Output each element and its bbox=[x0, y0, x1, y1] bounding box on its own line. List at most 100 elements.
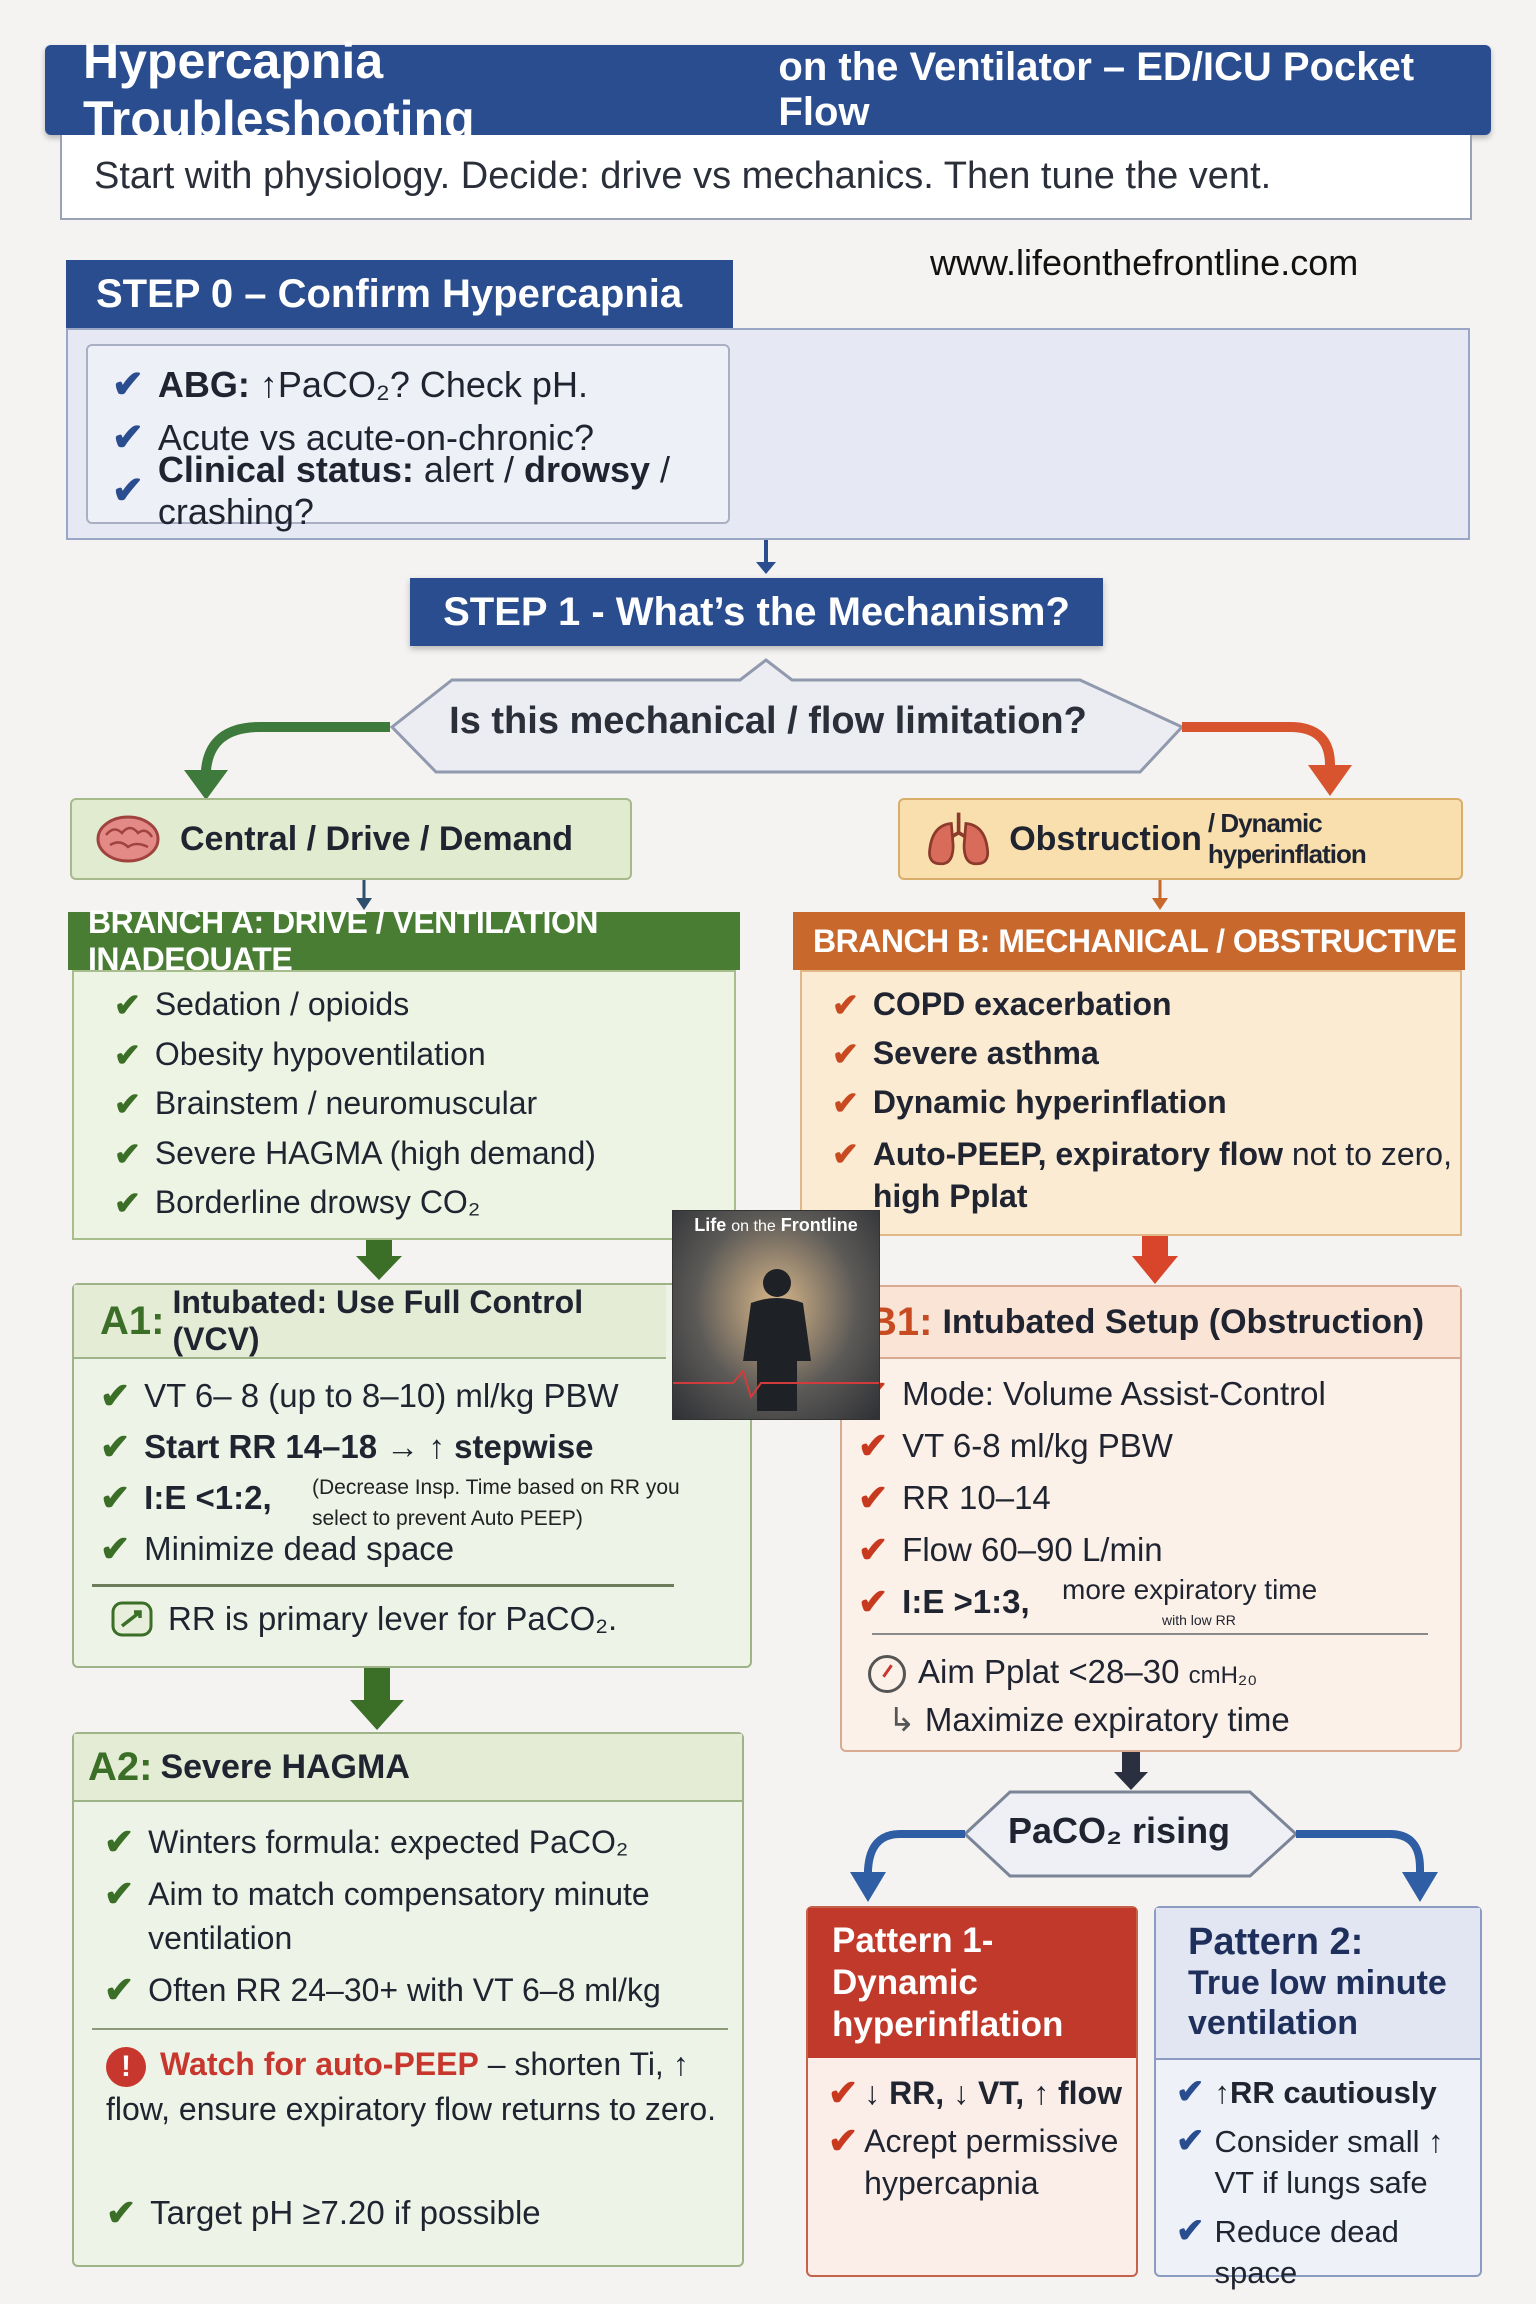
list-item: ✔I:E >1:3, bbox=[858, 1581, 1030, 1622]
step0-checklist: ✔ ABG: ↑PaCO₂? Check pH. ✔ Acute vs acut… bbox=[86, 344, 730, 532]
brain-icon bbox=[96, 815, 160, 863]
divider bbox=[92, 1584, 674, 1587]
ie-ratio-note: (Decrease Insp. Time based on RR you sel… bbox=[312, 1476, 680, 1530]
a1-tip: RR is primary lever for PaCO₂. bbox=[110, 1600, 617, 1638]
title-bar: Hypercapnia Troubleshooting on the Venti… bbox=[45, 33, 1491, 147]
check-icon: ✔ bbox=[858, 1529, 889, 1570]
check-icon: ✔ bbox=[100, 1476, 131, 1518]
list-item: ✔↑RR cautiously bbox=[1176, 2073, 1437, 2111]
check-icon: ✔ bbox=[114, 1135, 141, 1172]
list-item: ✔Minimize dead space bbox=[100, 1527, 455, 1569]
check-icon: ✔ bbox=[1176, 2073, 1205, 2111]
list-item: ✔Borderline drowsy CO₂ bbox=[114, 1184, 481, 1221]
check-icon: ✔ bbox=[114, 1185, 141, 1221]
branchB-heading: BRANCH B: MECHANICAL / OBSTRUCTIVE bbox=[793, 912, 1465, 970]
list-item: ✔Consider small ↑ VT if lungs safe bbox=[1176, 2122, 1444, 2200]
list-item: ✔RR 10–14 bbox=[858, 1477, 1051, 1518]
step1-heading: STEP 1 - What’s the Mechanism? bbox=[410, 578, 1103, 646]
gauge-icon bbox=[868, 1655, 906, 1694]
logo-image: Life on the Frontline bbox=[672, 1210, 880, 1420]
check-icon: ✔ bbox=[832, 987, 859, 1023]
pattern2-list: ✔↑RR cautiously ✔Consider small ↑ VT if … bbox=[1176, 2072, 1476, 2301]
lungs-icon bbox=[928, 812, 990, 866]
website-link[interactable]: www.lifeonthefrontline.com bbox=[930, 242, 1359, 283]
obstruction-box[interactable]: Obstruction / Dynamic hyperinflation bbox=[898, 798, 1463, 880]
check-icon: ✔ bbox=[114, 987, 141, 1023]
check-icon: ✔ bbox=[114, 1086, 141, 1122]
central-label: Central / Drive / Demand bbox=[180, 819, 574, 858]
list-item: ✔VT 6-8 ml/kg PBW bbox=[858, 1425, 1173, 1466]
mechanism-question: Is this mechanical / flow limitation? bbox=[449, 700, 1087, 742]
check-icon: ✔ bbox=[104, 1969, 135, 2010]
b1-heading: B1:Intubated Setup (Obstruction) bbox=[842, 1287, 1460, 1359]
lever-icon bbox=[111, 1601, 153, 1637]
pplat-target: Aim Pplat <28–30 cmH₂₀ ↳ Maximize expira… bbox=[868, 1650, 1448, 1742]
pattern1-heading: Pattern 1- Dynamic hyperinflation bbox=[808, 1908, 1136, 2058]
page-title-rest: on the Ventilator – ED/ICU Pocket Flow bbox=[778, 45, 1415, 134]
check-icon: ✔ bbox=[104, 1821, 135, 1862]
check-icon: ✔ bbox=[112, 364, 144, 406]
check-icon: ✔ bbox=[1176, 2212, 1205, 2250]
check-icon: ✔ bbox=[832, 1085, 859, 1121]
check-icon: ✔ bbox=[112, 470, 144, 512]
list-item: ✔Brainstem / neuromuscular bbox=[114, 1085, 538, 1122]
check-icon: ✔ bbox=[828, 2120, 859, 2161]
list-item: ✔↓ RR, ↓ VT, ↑ flow bbox=[828, 2072, 1122, 2113]
check-icon: ✔ bbox=[104, 1873, 135, 1914]
check-icon: ✔ bbox=[858, 1581, 889, 1622]
person-silhouette-icon bbox=[673, 1269, 879, 1411]
check-icon: ✔ bbox=[100, 1527, 131, 1569]
pattern1-list: ✔↓ RR, ↓ VT, ↑ flow ✔Acrept permissive h… bbox=[828, 2072, 1128, 2210]
list-item: ✔I:E <1:2, bbox=[100, 1476, 272, 1518]
list-item: ✔ Acute vs acute-on-chronic? bbox=[112, 416, 595, 460]
list-item: ✔ Clinical status: alert / drowsy / cras… bbox=[112, 448, 671, 532]
subtitle: Start with physiology. Decide: drive vs … bbox=[60, 135, 1472, 220]
check-icon: ✔ bbox=[112, 417, 144, 459]
list-item: ✔Severe asthma bbox=[832, 1035, 1099, 1072]
central-drive-box[interactable]: Central / Drive / Demand bbox=[70, 798, 632, 880]
check-icon: ✔ bbox=[100, 1425, 131, 1467]
a1-heading: A1:Intubated: Use Full Control (VCV) bbox=[74, 1284, 666, 1359]
list-item: ✔Start RR 14–18 → ↑ stepwise bbox=[100, 1425, 594, 1467]
ie-note-small: with low RR bbox=[1162, 1612, 1236, 1628]
branchB-list: ✔COPD exacerbation ✔Severe asthma ✔Dynam… bbox=[800, 970, 1462, 1236]
a2-panel bbox=[72, 1732, 744, 2267]
branchA-heading: BRANCH A: DRIVE / VENTILATION INADEQUATE bbox=[68, 904, 740, 977]
check-icon: ✔ bbox=[828, 2072, 859, 2113]
branchA-list: ✔Sedation / opioids ✔Obesity hypoventila… bbox=[72, 970, 736, 1240]
auto-peep-warning: !Watch for auto-PEEP – shorten Ti, ↑ flo… bbox=[106, 2046, 717, 2127]
pattern2-heading: Pattern 2:True low minute ventilation bbox=[1156, 1908, 1480, 2060]
a2-list: ✔Winters formula: expected PaCO₂ ✔Aim to… bbox=[104, 1820, 724, 2020]
divider bbox=[872, 1633, 1428, 1635]
list-item: ✔Winters formula: expected PaCO₂ bbox=[104, 1821, 629, 1862]
list-item: ✔Reduce dead space bbox=[1176, 2212, 1399, 2290]
check-icon: ✔ bbox=[832, 1036, 859, 1072]
list-item: ✔Dynamic hyperinflation bbox=[832, 1084, 1227, 1121]
check-icon: ✔ bbox=[106, 2192, 137, 2233]
list-item: ✔ ABG: ↑PaCO₂? Check pH. bbox=[112, 363, 588, 407]
warning-icon: ! bbox=[106, 2046, 146, 2087]
check-icon: ✔ bbox=[858, 1477, 889, 1518]
list-item: ✔ Auto-PEEP, expiratory flow not to zero… bbox=[832, 1133, 1460, 1217]
list-item: ✔Often RR 24–30+ with VT 6–8 ml/kg bbox=[104, 1969, 661, 2010]
logo-label: Life on the Frontline bbox=[694, 1215, 858, 1235]
question-hexagon bbox=[389, 658, 1185, 774]
b1-panel bbox=[840, 1285, 1462, 1752]
ph-target: ✔Target pH ≥7.20 if possible bbox=[106, 2192, 541, 2233]
check-icon: ✔ bbox=[858, 1425, 889, 1466]
list-item: ✔Acrept permissive hypercapnia bbox=[828, 2120, 1119, 2201]
list-item: ✔Severe HAGMA (high demand) bbox=[114, 1134, 596, 1172]
list-item: ✔Mode: Volume Assist-Control bbox=[858, 1368, 1458, 1420]
divider bbox=[92, 2028, 728, 2030]
obstruction-sublabel: / Dynamic hyperinflation bbox=[1207, 808, 1367, 869]
list-item: ✔Sedation / opioids bbox=[114, 986, 410, 1023]
check-icon: ✔ bbox=[100, 1374, 131, 1416]
step0-heading: STEP 0 – Confirm Hypercapnia bbox=[66, 260, 733, 328]
list-item: ✔Flow 60–90 L/min bbox=[858, 1529, 1163, 1570]
check-icon: ✔ bbox=[1176, 2122, 1205, 2160]
paco2-rising: PaCO₂ rising bbox=[1008, 1810, 1231, 1851]
list-item: ✔VT 6– 8 (up to 8–10) ml/kg PBW bbox=[100, 1374, 619, 1416]
ie-note: more expiratory time bbox=[1062, 1574, 1318, 1605]
obstruction-label: Obstruction bbox=[1009, 819, 1202, 858]
